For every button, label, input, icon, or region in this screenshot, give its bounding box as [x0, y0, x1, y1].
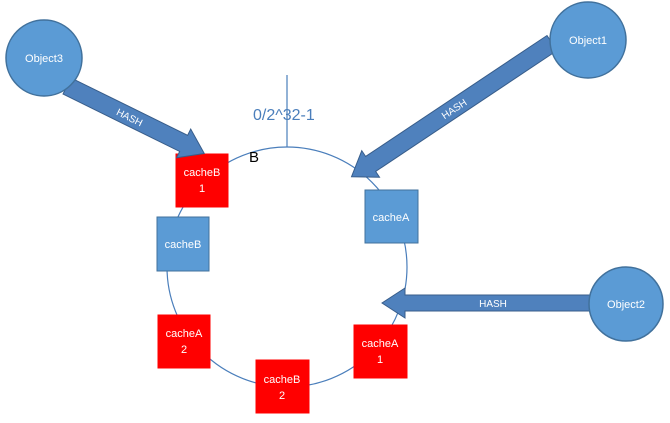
ring-point-marker-label: B — [249, 149, 259, 166]
cache-node-box — [255, 359, 310, 414]
hash-arrow-object2: HASH — [381, 287, 594, 319]
object-node-label: Object3 — [25, 53, 63, 65]
cache-node-label: cacheB — [264, 374, 301, 386]
cache-node-cachea[interactable]: cacheA — [364, 189, 419, 244]
hash-arrow-shape — [381, 287, 594, 319]
cache-node-cacheb[interactable]: cacheB — [156, 216, 210, 272]
cache-node-index: 2 — [181, 344, 187, 356]
cache-node-index: 2 — [279, 390, 285, 402]
cache-node-box — [157, 314, 211, 369]
object-node-object1[interactable]: Object1 — [549, 1, 627, 79]
cache-node-label: cacheA — [373, 212, 410, 224]
cache-node-cachea2[interactable]: cacheA 2 — [157, 314, 211, 369]
cache-node-cachea1[interactable]: cacheA 1 — [353, 324, 408, 379]
cache-node-box — [353, 324, 408, 379]
object-node-circle — [588, 266, 664, 342]
cache-node-cacheb2[interactable]: cacheB 2 — [255, 359, 310, 414]
ring-range-label: 0/2^32-1 — [253, 107, 315, 124]
cache-node-index: 1 — [199, 183, 205, 195]
cache-node-label: cacheB — [165, 239, 202, 251]
object-node-circle — [549, 1, 627, 79]
cache-node-box — [364, 189, 419, 244]
object-node-label: Object2 — [607, 299, 645, 311]
object-node-object2[interactable]: Object2 — [588, 266, 664, 342]
hash-arrow-shape — [62, 77, 206, 159]
cache-node-label: cacheB — [184, 167, 221, 179]
cache-node-box — [156, 216, 210, 272]
object-node-label: Object1 — [569, 35, 607, 47]
hash-arrow-object3: HASH — [62, 77, 206, 159]
cache-node-label: cacheA — [362, 338, 399, 350]
cache-node-box — [175, 153, 229, 208]
hash-arrow-object1: HASH — [350, 34, 558, 178]
object-node-circle — [5, 19, 83, 97]
cache-node-index: 1 — [377, 354, 383, 366]
hash-arrow-shape — [350, 34, 558, 178]
hash-arrow-label: HASH — [479, 299, 507, 310]
cache-node-label: cacheA — [166, 328, 203, 340]
object-node-object3[interactable]: Object3 — [5, 19, 83, 97]
cache-node-cacheb1[interactable]: cacheB 1 — [175, 153, 229, 208]
